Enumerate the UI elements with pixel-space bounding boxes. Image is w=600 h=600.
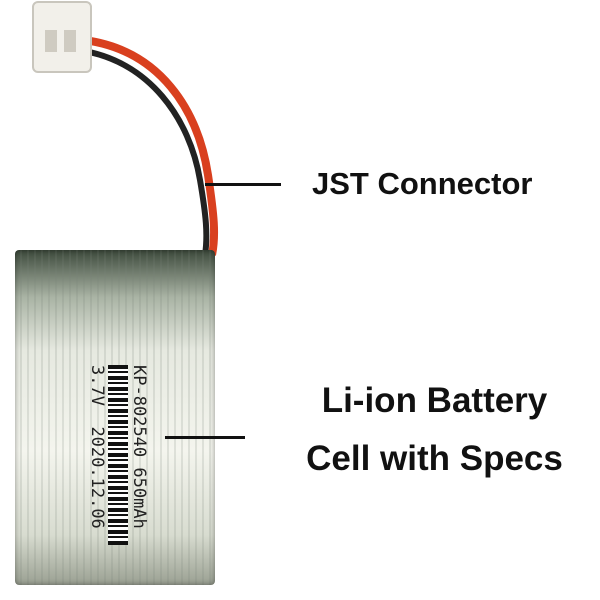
jst-connector-icon xyxy=(32,1,92,73)
model-text: KP-802540 xyxy=(129,365,149,458)
cell-label-line1: Li-ion Battery xyxy=(321,381,548,420)
connector-label: JST Connector xyxy=(312,166,533,201)
cell-leader-line xyxy=(165,436,245,439)
cell-label: Li-ion Battery Cell with Specs xyxy=(272,372,597,488)
wire-red xyxy=(83,36,219,256)
voltage-text: 3.7V xyxy=(87,365,107,406)
battery-spec-print: KP-802540 650mAh 3.7V 2020.12.06 xyxy=(80,365,150,555)
barcode xyxy=(108,365,128,545)
capacity-text: 650mAh xyxy=(129,467,149,529)
date-text: 2020.12.06 xyxy=(87,426,107,529)
connector-leader-line xyxy=(205,183,281,186)
cell-label-line2: Cell with Specs xyxy=(306,439,563,478)
wire-black xyxy=(77,47,210,256)
